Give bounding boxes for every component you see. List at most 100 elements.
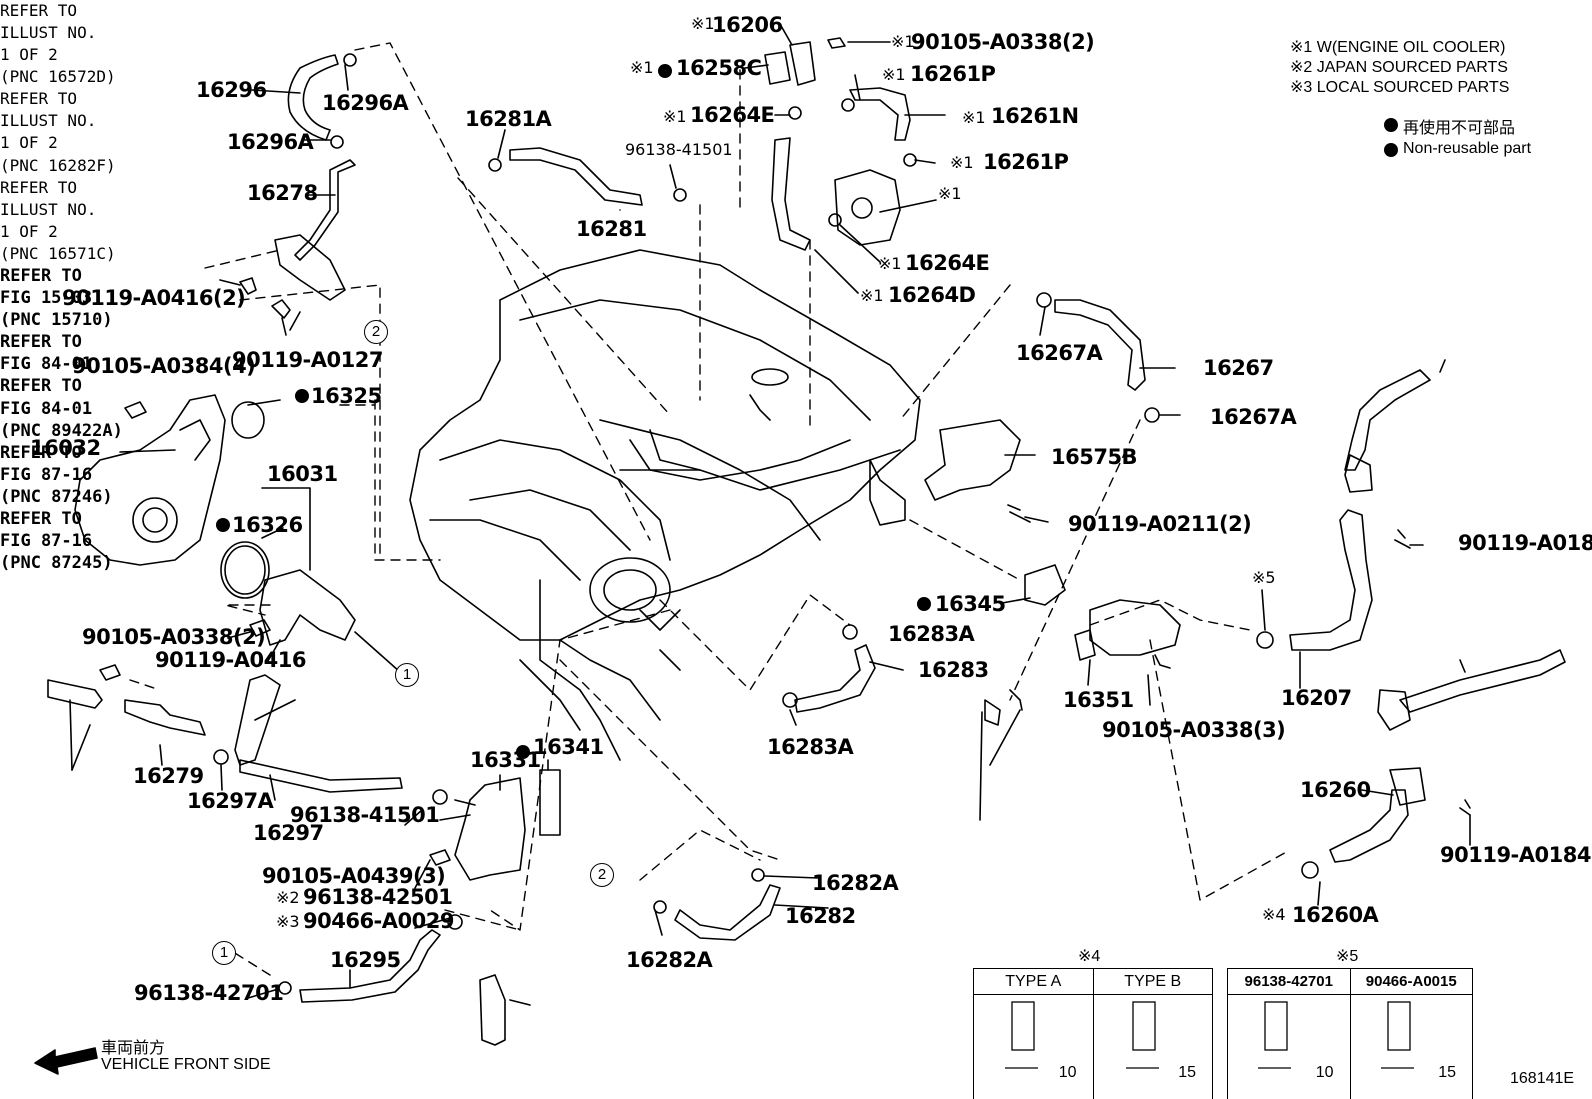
part-16281[interactable]: 16281 xyxy=(576,217,647,241)
part-90105-A0439-3[interactable]: 90105-A0439(3) xyxy=(262,864,446,888)
part-16261P[interactable]: 16261P xyxy=(910,62,996,86)
ref-mark-2: ※2 xyxy=(276,888,300,907)
clamp-table-5: 96138-42701 90466-A0015 10 15 xyxy=(1227,968,1473,1099)
part-16032[interactable]: 16032 xyxy=(30,436,101,460)
part-90119-A0127[interactable]: 90119-A0127 xyxy=(232,348,383,372)
ref-mark-1: ※1 xyxy=(938,184,962,203)
part-96138-42501[interactable]: 96138-42501 xyxy=(303,885,453,909)
legend-nonreusable-en: Non-reusable part xyxy=(1403,140,1532,157)
ref-mark-1: ※1 xyxy=(882,65,906,84)
ref-mark-1: ※1 xyxy=(950,153,974,172)
part-16283[interactable]: 16283 xyxy=(918,658,989,682)
engine-block-outline xyxy=(409,249,921,761)
part-16267[interactable]: 16267 xyxy=(1203,356,1274,380)
part-16325[interactable]: 16325 xyxy=(311,384,382,408)
part-16264E[interactable]: 16264E xyxy=(905,251,990,275)
clamp-table-4: TYPE A TYPE B 10 15 xyxy=(973,968,1213,1099)
part-16341[interactable]: 16341 xyxy=(533,735,604,759)
hose-16296 xyxy=(287,54,339,141)
legend-note-1: ※1 W(ENGINE OIL COOLER) xyxy=(1290,39,1506,56)
callout-circle-1: 1 xyxy=(212,941,236,965)
table5-dim-1: 10 xyxy=(1227,994,1351,1099)
part-16282A[interactable]: 16282A xyxy=(812,871,899,895)
part-16264E[interactable]: 16264E xyxy=(690,103,775,127)
legend-nonreusable-jp: 再使用不可部品 xyxy=(1403,120,1516,137)
part-90119-A0416-2[interactable]: 90119-A0416(2) xyxy=(62,286,246,310)
refer-illust-16571C[interactable]: REFER TO ILLUST NO. 1 OF 2 (PNC 16571C) xyxy=(0,177,116,263)
table5-col-96138-42701: 96138-42701 xyxy=(1227,968,1351,995)
part-16331[interactable]: 16331 xyxy=(470,748,541,772)
callout-circle-2: 2 xyxy=(364,320,388,344)
part-90105-A0338-2[interactable]: 90105-A0338(2) xyxy=(82,625,266,649)
part-16267A[interactable]: 16267A xyxy=(1016,341,1103,365)
part-96138-41501[interactable]: 96138-41501 xyxy=(625,140,733,159)
refer-fig-84-01-89422A[interactable]: REFER TO FIG 84-01 (PNC 89422A) xyxy=(0,376,123,441)
front-label-en: VEHICLE FRONT SIDE xyxy=(101,1056,271,1073)
part-16260[interactable]: 16260 xyxy=(1300,778,1371,802)
part-16206[interactable]: 16206 xyxy=(712,13,783,37)
table4-col-type-b: TYPE B xyxy=(1092,968,1213,995)
table4-dim-b: 15 xyxy=(1092,994,1213,1099)
part-16575B[interactable]: 16575B xyxy=(1051,445,1138,469)
table4-title: ※4 xyxy=(1078,948,1101,965)
front-arrow-icon xyxy=(34,1047,98,1075)
refer-fig-84-01[interactable]: REFER TO FIG 84-01 xyxy=(0,332,93,375)
part-16278[interactable]: 16278 xyxy=(247,181,318,205)
part-16297[interactable]: 16297 xyxy=(253,821,324,845)
ref-mark-1: ※1 xyxy=(891,32,915,51)
ref-mark-1: ※1 xyxy=(860,286,884,305)
legend-note-2: ※2 JAPAN SOURCED PARTS xyxy=(1290,59,1508,76)
part-16297A[interactable]: 16297A xyxy=(187,789,274,813)
part-16279[interactable]: 16279 xyxy=(133,764,204,788)
part-90105-A0338-3[interactable]: 90105-A0338(3) xyxy=(1102,718,1286,742)
refer-illust-16572D[interactable]: REFER TO ILLUST NO. 1 OF 2 (PNC 16572D) xyxy=(0,1,116,87)
part-90105-A0338-2[interactable]: 90105-A0338(2) xyxy=(911,30,1095,54)
part-16282A[interactable]: 16282A xyxy=(626,948,713,972)
part-16261N[interactable]: 16261N xyxy=(991,104,1079,128)
part-16296A[interactable]: 16296A xyxy=(322,91,409,115)
part-16267A[interactable]: 16267A xyxy=(1210,405,1297,429)
part-16281A[interactable]: 16281A xyxy=(465,107,552,131)
part-90105-A0384-4[interactable]: 90105-A0384(4) xyxy=(72,354,256,378)
legend-note-3: ※3 LOCAL SOURCED PARTS xyxy=(1290,79,1510,96)
part-16351[interactable]: 16351 xyxy=(1063,688,1134,712)
refer-fig-87-16-87246[interactable]: REFER TO FIG 87-16 (PNC 87246) xyxy=(0,442,113,507)
part-16283A[interactable]: 16283A xyxy=(767,735,854,759)
ref-mark-4: ※4 xyxy=(1262,905,1286,924)
part-16282[interactable]: 16282 xyxy=(785,904,856,928)
ref-mark-1: ※1 xyxy=(878,254,902,273)
part-16031[interactable]: 16031 xyxy=(267,462,338,486)
table4-dim-a: 10 xyxy=(973,994,1094,1099)
ref-mark-5: ※5 xyxy=(1252,568,1276,587)
callout-circle-1: 1 xyxy=(395,663,419,687)
part-16207[interactable]: 16207 xyxy=(1281,686,1352,710)
front-label-jp: 車両前方 xyxy=(101,1040,166,1057)
part-90119-A0184[interactable]: 90119-A0184 xyxy=(1458,531,1592,555)
part-16326[interactable]: 16326 xyxy=(232,513,303,537)
ref-mark-1: ※1 xyxy=(691,14,715,33)
part-16296[interactable]: 16296 xyxy=(196,78,267,102)
part-16283A[interactable]: 16283A xyxy=(888,622,975,646)
part-16264D[interactable]: 16264D xyxy=(888,283,976,307)
table5-col-90466-A0015: 90466-A0015 xyxy=(1349,968,1473,995)
part-16261P[interactable]: 16261P xyxy=(983,150,1069,174)
part-90119-A0416[interactable]: 90119-A0416 xyxy=(155,648,306,672)
part-16296A[interactable]: 16296A xyxy=(227,130,314,154)
refer-fig-87-16-87245[interactable]: REFER TO FIG 87-16 (PNC 87245) xyxy=(0,508,113,574)
water-pump-16032 xyxy=(74,394,226,566)
part-90119-A0211-2[interactable]: 90119-A0211(2) xyxy=(1068,512,1252,536)
part-96138-42701[interactable]: 96138-42701 xyxy=(134,981,284,1005)
refer-illust-16282F[interactable]: REFER TO ILLUST NO. 1 OF 2 (PNC 16282F) xyxy=(0,89,116,175)
part-16258C[interactable]: 16258C xyxy=(676,56,762,80)
refer-fig-15-03[interactable]: REFER TO FIG 15-03 (PNC 15710) xyxy=(0,265,113,331)
part-16295[interactable]: 16295 xyxy=(330,948,401,972)
figure-id: 168141E xyxy=(1510,1070,1575,1087)
part-90466-A0029[interactable]: 90466-A0029 xyxy=(303,909,454,933)
ref-mark-3: ※3 xyxy=(276,912,300,931)
part-16260A[interactable]: 16260A xyxy=(1292,903,1379,927)
part-90119-A0184[interactable]: 90119-A0184 xyxy=(1440,843,1591,867)
part-96138-41501[interactable]: 96138-41501 xyxy=(290,803,440,827)
part-16345[interactable]: 16345 xyxy=(935,592,1006,616)
